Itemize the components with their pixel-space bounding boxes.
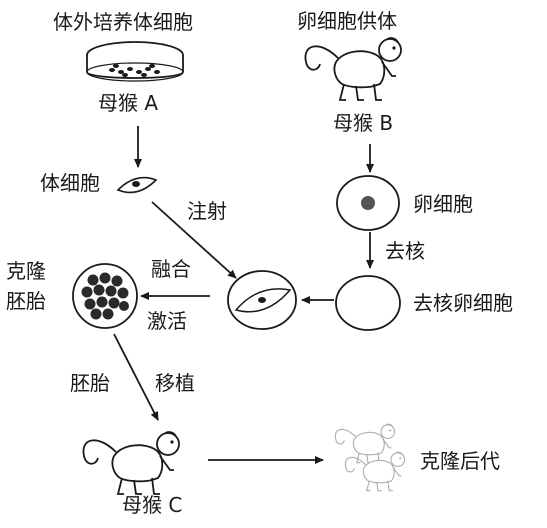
enucleated-egg-icon <box>335 275 401 331</box>
somatic-cell-label: 体细胞 <box>40 171 100 195</box>
donor-title: 卵细胞供体 <box>297 9 397 33</box>
arrow-inject <box>151 201 237 279</box>
enucleate-label: 去核 <box>385 239 425 263</box>
monkey-b-label: 母猴 B <box>333 111 393 135</box>
inject-label: 注射 <box>187 199 227 223</box>
recombined-cell-icon <box>227 270 297 330</box>
clone-offspring-label: 克隆后代 <box>420 449 500 473</box>
monkey-c-label: 母猴 C <box>122 493 182 517</box>
culture-dish-icon <box>86 41 184 82</box>
clone-offspring-icon <box>334 423 406 492</box>
arrow-transplant <box>113 333 159 421</box>
monkey-b-icon <box>304 36 402 101</box>
egg-cell-icon <box>336 175 400 231</box>
clone-embryo-icon <box>72 263 138 329</box>
monkey-a-label: 母猴 A <box>98 91 158 115</box>
culture-title: 体外培养体细胞 <box>53 10 193 34</box>
enucleated-egg-label: 去核卵细胞 <box>413 291 513 315</box>
transplant-label: 移植 <box>155 371 195 395</box>
monkey-c-icon <box>82 430 180 495</box>
clone-embryo-label-2: 胚胎 <box>6 289 46 313</box>
egg-cell-label: 卵细胞 <box>413 192 473 216</box>
fuse-label: 融合 <box>151 257 191 281</box>
clone-embryo-label-1: 克隆 <box>6 259 46 283</box>
embryo-label: 胚胎 <box>70 371 110 395</box>
somatic-cell-icon <box>116 176 158 194</box>
activate-label: 激活 <box>147 309 187 333</box>
